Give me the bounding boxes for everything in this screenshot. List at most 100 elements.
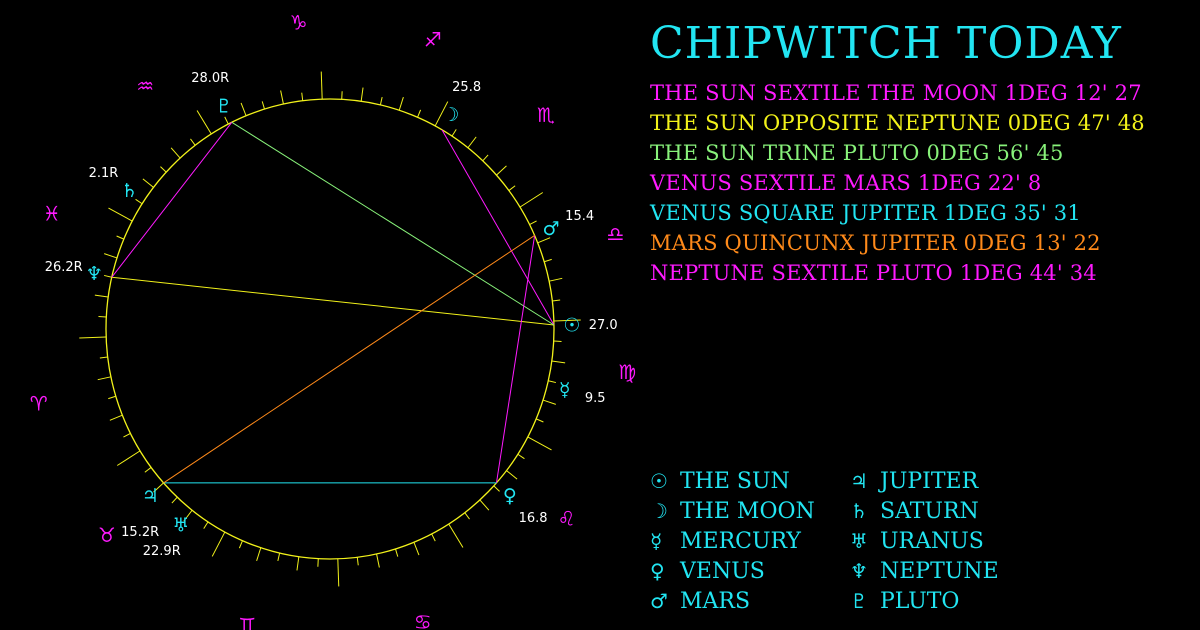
degree-tick (508, 185, 516, 191)
degree-tick (123, 432, 131, 438)
degree-tick (537, 237, 551, 244)
aspect-item: THE SUN TRINE PLUTO 0DEG 56' 45 (650, 141, 1064, 165)
degree-tick (544, 258, 552, 263)
degree-tick (482, 154, 489, 162)
planet-markers: ☉27.0☽25.8☿9.5♀16.8♂15.4♃♄2.1R♅22.9R♆26.… (45, 71, 618, 559)
degree-tick (360, 87, 364, 102)
degree-tick (144, 467, 152, 473)
pluto-degree-label: 28.0R (191, 71, 229, 86)
aspect-list: THE SUN SEXTILE THE MOON 1DEG 12' 27 THE… (650, 78, 1145, 288)
mercury-degree-label: 9.5 (585, 391, 606, 406)
page-title: CHIPWITCH TODAY (650, 18, 1122, 69)
degree-tick (320, 71, 323, 100)
degree-tick (506, 470, 518, 480)
aspect-lines (111, 121, 555, 484)
jupiter-icon: ♃ (142, 485, 159, 507)
saturn-degree-label: 2.1R (89, 166, 119, 181)
degree-tick (190, 138, 196, 146)
degree-tick (153, 482, 164, 493)
degree-tick (109, 414, 123, 421)
saturn-icon: ♄ (121, 180, 138, 202)
saturn-icon: ♄ (850, 499, 868, 523)
aspect-item: MARS QUINCUNX JUPITER 0DEG 13' 22 (650, 231, 1101, 255)
degree-tick (519, 192, 544, 208)
cancer-icon: ♋ (414, 610, 432, 630)
degree-tick (97, 376, 112, 381)
degree-tick (170, 147, 181, 159)
degree-tick (211, 531, 226, 557)
gemini-icon: ♊ (238, 613, 256, 630)
degree-tick (296, 556, 300, 571)
scorpio-icon: ♏ (537, 103, 555, 127)
pisces-icon: ♓ (43, 202, 61, 226)
legend-item-sun: ☉THE SUN (650, 466, 815, 496)
degree-tick (301, 92, 304, 101)
degree-tick (552, 299, 561, 302)
degree-tick (451, 129, 457, 137)
degree-tick (116, 235, 125, 240)
degree-tick (94, 294, 109, 298)
degree-tick (104, 253, 118, 259)
capricorn-icon: ♑ (290, 10, 308, 34)
legend-item-mercury: ☿MERCURY (650, 526, 815, 556)
sun-degree-label: 27.0 (589, 318, 618, 333)
jupiter-label-degree-label: 15.2R (121, 525, 159, 540)
legend-item-mars: ♂MARS (650, 586, 815, 616)
degree-tick (238, 540, 243, 549)
venus-icon: ♀ (650, 559, 665, 583)
aries-icon: ♈ (30, 392, 48, 416)
degree-tick (464, 512, 470, 520)
degree-tick (542, 399, 556, 405)
degree-tick (196, 110, 212, 135)
degree-tick (79, 336, 107, 339)
degree-tick (116, 450, 141, 466)
degree-tick (413, 542, 420, 556)
aspect-line-venus-mars (495, 235, 536, 483)
degree-tick (493, 485, 500, 492)
degree-tick (395, 548, 399, 557)
degree-tick (379, 96, 383, 106)
degree-tick (527, 436, 552, 451)
degree-tick (479, 499, 490, 511)
degree-tick (517, 453, 525, 460)
aspect-item: NEPTUNE SEXTILE PLUTO 1DEG 44' 34 (650, 261, 1097, 285)
degree-tick (277, 552, 281, 562)
degree-tick (431, 533, 436, 542)
uranus-degree-label: 22.9R (143, 544, 181, 559)
degree-tick (448, 523, 464, 548)
degree-tick (356, 557, 359, 566)
neptune-degree-label: 26.2R (45, 260, 83, 275)
degree-tick (240, 102, 247, 116)
degree-tick (376, 553, 380, 568)
planet-legend-left: ☉THE SUN ☽THE MOON ☿MERCURY ♀VENUS ♂MARS (650, 466, 815, 616)
uranus-icon: ♅ (850, 529, 868, 553)
aspect-line-neptune-pluto (111, 121, 233, 278)
venus-icon: ♀ (503, 485, 517, 507)
degree-tick (108, 207, 133, 222)
leo-icon: ♌ (558, 507, 576, 531)
aspect-item: THE SUN OPPOSITE NEPTUNE 0DEG 47' 48 (650, 111, 1145, 135)
aquarius-icon: ♒ (136, 74, 154, 98)
moon-degree-label: 25.8 (452, 80, 481, 95)
degree-tick (529, 220, 537, 226)
sun-icon: ☉ (563, 315, 580, 337)
aspect-line-mars-jupiter (163, 235, 535, 484)
degree-tick (108, 395, 116, 400)
degree-tick (103, 274, 112, 278)
natal-chart-wheel: ♑♐♏♎♍♌♋♊♉♈♓♒ ☉27.0☽25.8☿9.5♀16.8♂15.4♃♄2… (30, 10, 636, 630)
taurus-icon: ♉ (98, 523, 116, 547)
degree-tick (135, 198, 143, 205)
moon-icon: ☽ (650, 499, 668, 523)
legend-item-moon: ☽THE MOON (650, 496, 815, 526)
mars-icon: ♂ (542, 218, 559, 240)
neptune-icon: ♆ (850, 559, 868, 583)
legend-item-saturn: ♄SATURN (850, 496, 999, 526)
degree-tick (280, 90, 284, 105)
degree-tick (553, 319, 581, 322)
degree-tick (548, 277, 563, 282)
legend-item-uranus: ♅URANUS (850, 526, 999, 556)
zodiac-circle (105, 98, 555, 560)
legend-item-venus: ♀VENUS (650, 556, 815, 586)
venus-degree-label: 16.8 (519, 511, 548, 526)
degree-tick (160, 166, 167, 173)
